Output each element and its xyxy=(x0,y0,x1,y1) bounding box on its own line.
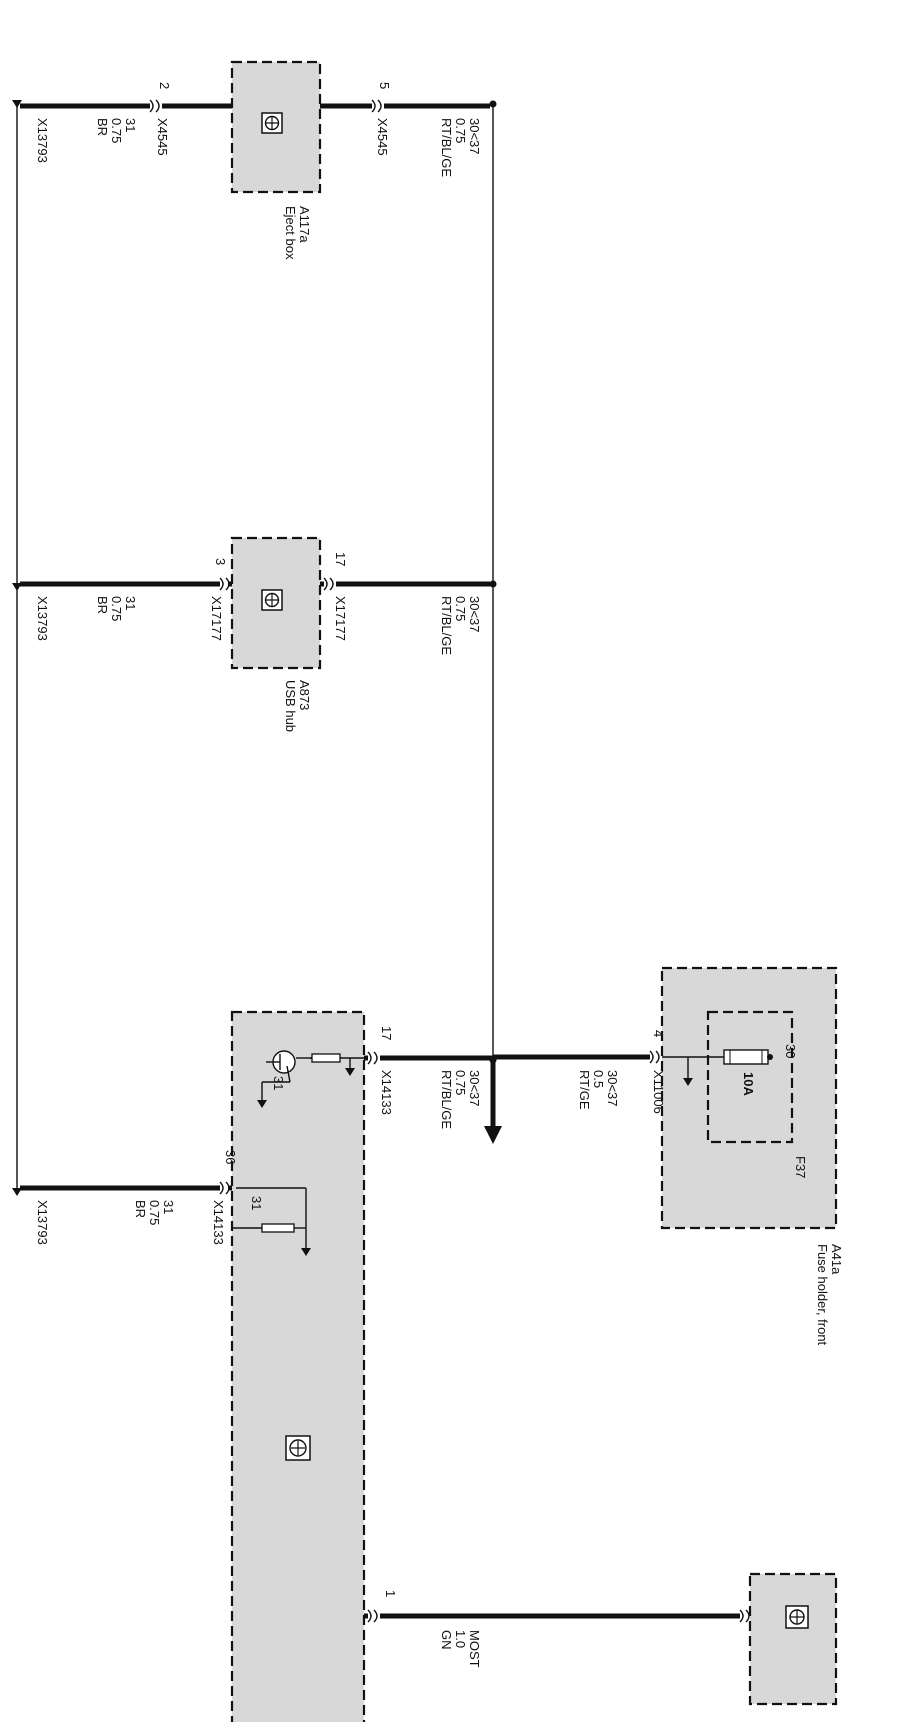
wire-gauge: 0.75 xyxy=(453,118,468,143)
wire-gauge: 0.75 xyxy=(109,596,124,621)
internal-resistor-circuit xyxy=(232,1187,311,1256)
ground-label: X13793 xyxy=(35,596,50,641)
wire-gauge: 0.75 xyxy=(147,1200,162,1225)
fuse-f37-outline xyxy=(706,1010,794,1144)
connector-label: X4545 xyxy=(155,118,170,156)
fuse-id: F37 xyxy=(793,1156,808,1178)
component-name: USB hub xyxy=(283,680,298,732)
wire-color: BR xyxy=(133,1200,148,1218)
connector-pin-icon xyxy=(739,1609,750,1623)
connector-pin-icon xyxy=(149,99,160,113)
pin-number: 17 xyxy=(379,1026,394,1040)
component-name: Fuse holder, front xyxy=(815,1244,830,1346)
internal-terminal-label: 31 xyxy=(249,1196,264,1210)
wire-color: RT/BL/GE xyxy=(439,1070,454,1129)
internal-transistor-circuit xyxy=(257,1050,364,1108)
fuse-rating: 10A xyxy=(741,1072,756,1096)
connector-label: X11006 xyxy=(651,1070,666,1114)
pin-number: 17 xyxy=(333,552,348,566)
wire-terminal: 30<37 xyxy=(467,1070,482,1107)
continuation-arrow-icon xyxy=(484,1126,502,1144)
connector-pin-icon xyxy=(371,99,382,113)
internal-terminal-label: 31 xyxy=(271,1076,286,1090)
wire-color: RT/GE xyxy=(577,1070,592,1110)
wire-gauge: 0.75 xyxy=(453,1070,468,1095)
module-symbol-icon xyxy=(285,1435,311,1461)
ground-marker xyxy=(12,1188,22,1196)
wire-terminal: 31 xyxy=(161,1200,176,1214)
connector-pin-icon xyxy=(219,577,230,591)
wire-terminal: 30<37 xyxy=(467,118,482,155)
ground-marker xyxy=(12,100,22,108)
wire-gauge: 0.5 xyxy=(591,1070,606,1088)
junction-dot xyxy=(489,100,497,108)
module-symbol-icon xyxy=(261,589,283,611)
wire-color: GN xyxy=(439,1630,454,1650)
connector-pin-icon xyxy=(367,1609,378,1623)
pin-number: 1 xyxy=(383,1590,398,1597)
pin-number: 3 xyxy=(213,558,228,565)
ground-label: X13793 xyxy=(35,118,50,163)
wire-gauge: 0.75 xyxy=(109,118,124,143)
pin-number: 5 xyxy=(377,82,392,89)
main-control-unit[interactable] xyxy=(230,1010,366,1722)
junction-dot xyxy=(489,580,497,588)
ground-label: X13793 xyxy=(35,1200,50,1245)
connector-label: X14133 xyxy=(211,1200,226,1245)
wire-gauge: 1.0 xyxy=(453,1630,468,1648)
pin-number: 36 xyxy=(223,1150,238,1164)
wire-terminal: 31 xyxy=(123,596,138,610)
connector-label: X17177 xyxy=(333,596,348,641)
connector-label: X14133 xyxy=(379,1070,394,1115)
wire-terminal: 30<37 xyxy=(605,1070,620,1107)
component-id: A41a xyxy=(829,1244,844,1275)
connector-label: X4545 xyxy=(375,118,390,156)
most-device-module[interactable] xyxy=(748,1572,838,1706)
connector-pin-icon xyxy=(649,1050,660,1064)
wire-terminal: 30<37 xyxy=(467,596,482,633)
component-id: A117a xyxy=(297,206,312,243)
wire-gauge: 0.75 xyxy=(453,596,468,621)
connector-label: X17177 xyxy=(209,596,224,641)
module-symbol-icon xyxy=(785,1605,809,1629)
connector-pin-icon xyxy=(323,577,334,591)
fuse-holder-module[interactable] xyxy=(660,966,838,1230)
fuse-tap-arrow-icon xyxy=(683,1078,693,1086)
wire-color: BR xyxy=(95,596,110,614)
wire-terminal: MOST xyxy=(467,1630,482,1668)
fuse-terminal: 30 xyxy=(783,1044,798,1058)
connector-pin-icon xyxy=(367,1051,378,1065)
pin-number: 2 xyxy=(157,82,172,89)
pin-number: 4 xyxy=(651,1030,666,1037)
fuse-icon xyxy=(723,1049,773,1065)
wire-color: BR xyxy=(95,118,110,136)
component-name: Eject box xyxy=(283,206,298,260)
wire-color: RT/BL/GE xyxy=(439,118,454,177)
module-symbol-icon xyxy=(261,112,283,134)
wire-color: RT/BL/GE xyxy=(439,596,454,655)
ground-marker xyxy=(12,583,22,591)
connector-pin-icon xyxy=(219,1181,230,1195)
component-id: A873 xyxy=(297,680,312,710)
wire-terminal: 31 xyxy=(123,118,138,132)
